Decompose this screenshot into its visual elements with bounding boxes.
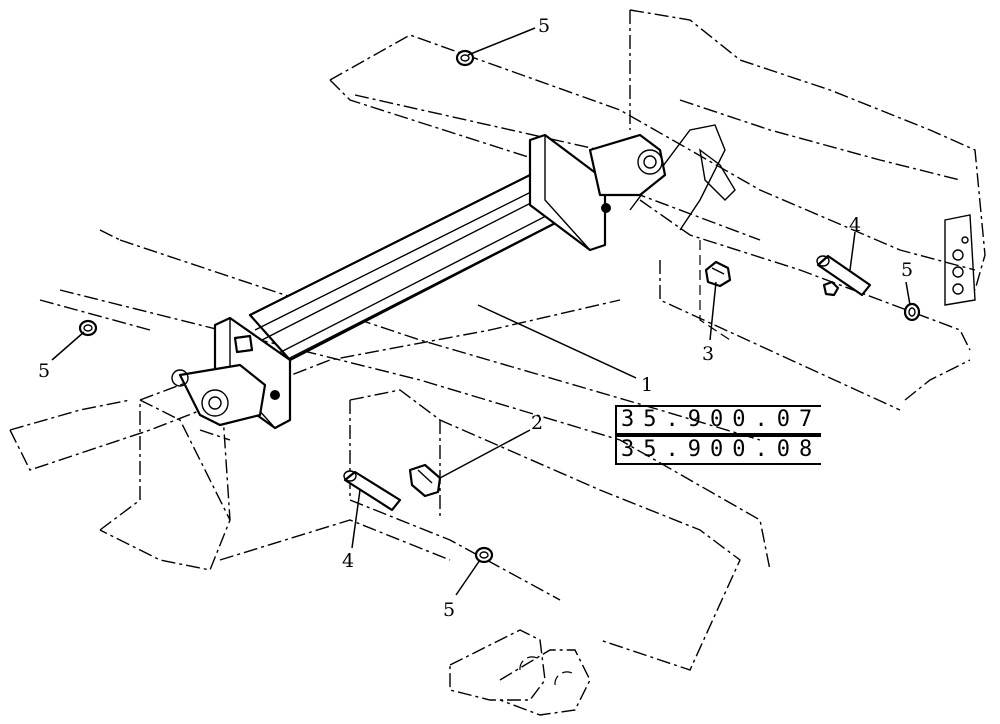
callout-2: 2 — [531, 412, 543, 434]
reference-link-35-900-07[interactable]: 35.900.07 — [615, 405, 822, 435]
phantom-frame-outline — [9, 9, 986, 716]
callout-4-left: 4 — [342, 550, 354, 572]
leader-lines — [51, 27, 911, 596]
elbow-fitting-item-2 — [408, 463, 442, 498]
retaining-ring-5b — [78, 319, 98, 337]
pin-item-4-right — [816, 254, 872, 297]
callout-5-right: 5 — [901, 259, 913, 281]
callout-5-left: 5 — [38, 360, 50, 382]
hydraulic-cylinder — [171, 133, 667, 430]
callout-5-top: 5 — [538, 15, 550, 37]
callout-4-right: 4 — [849, 214, 861, 236]
fitting-item-3 — [704, 260, 732, 288]
reference-link-35-900-08[interactable]: 35.900.08 — [615, 435, 822, 465]
retaining-ring-5c — [903, 302, 921, 322]
retaining-ring-5d — [474, 546, 494, 564]
pin-item-4-left — [343, 470, 402, 512]
callout-5-bottom: 5 — [443, 599, 455, 621]
callout-3: 3 — [702, 343, 714, 365]
callout-1: 1 — [641, 374, 653, 396]
right-mounting-bracket — [629, 124, 976, 306]
retaining-ring-5a — [455, 49, 475, 67]
